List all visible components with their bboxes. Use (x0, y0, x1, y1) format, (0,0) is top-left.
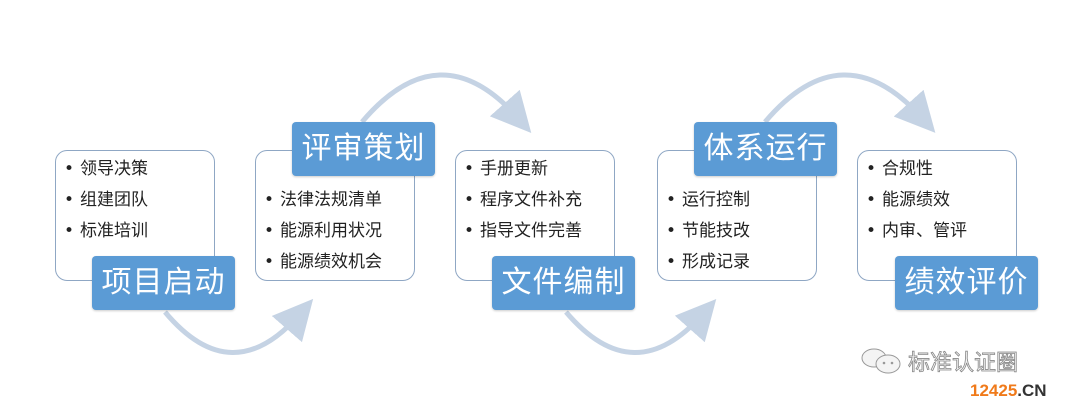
list-item: 组建团队 (64, 185, 148, 216)
wechat-icon (861, 348, 901, 374)
stage-5-title: 绩效评价 (895, 256, 1038, 310)
stage-1-box: 领导决策 组建团队 标准培训 (55, 150, 215, 281)
list-item: 合规性 (866, 154, 967, 185)
stage-2-title: 评审策划 (292, 122, 435, 176)
site-suffix: .CN (1017, 381, 1047, 400)
stage-4-title: 体系运行 (694, 122, 837, 176)
list-item: 节能技改 (666, 216, 750, 247)
list-item: 指导文件完善 (464, 216, 582, 247)
site-number: 12425 (970, 381, 1018, 400)
list-item: 标准培训 (64, 216, 148, 247)
arrow-stage2-to-3 (360, 72, 532, 133)
stage-3-title: 文件编制 (492, 256, 635, 310)
list-item: 形成记录 (666, 247, 750, 278)
stage-1-title: 项目启动 (92, 256, 235, 310)
list-item: 能源利用状况 (264, 216, 382, 247)
watermark-text: 标准认证圈 (908, 351, 1019, 377)
arrow-stage4-to-5 (763, 72, 936, 133)
list-item: 领导决策 (64, 154, 148, 185)
list-item: 手册更新 (464, 154, 582, 185)
list-item: 内审、管评 (866, 216, 967, 247)
arrow-stage3-to-4 (564, 299, 717, 355)
list-item: 能源绩效 (866, 185, 967, 216)
list-item: 程序文件补充 (464, 185, 582, 216)
list-item: 能源绩效机会 (264, 247, 382, 278)
arrow-stage1-to-2 (163, 298, 314, 355)
list-item: 法律法规清单 (264, 185, 382, 216)
site-logo: 12425.CN (970, 381, 1047, 401)
list-item: 运行控制 (666, 185, 750, 216)
